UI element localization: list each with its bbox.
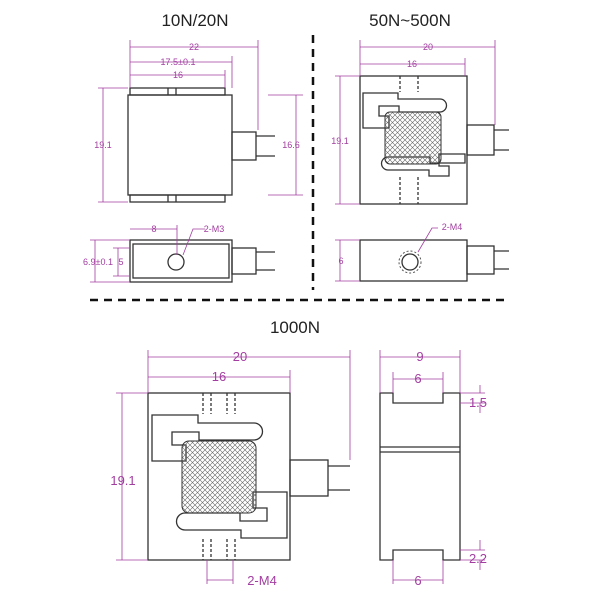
dim-5: 5 bbox=[118, 257, 123, 267]
dim-16: 16 bbox=[212, 369, 226, 384]
dim-8: 8 bbox=[151, 224, 156, 234]
mid-front-view bbox=[359, 75, 509, 205]
dim-16: 16 bbox=[173, 70, 183, 80]
dim-19-1: 19.1 bbox=[331, 136, 349, 146]
dim-19-1: 19.1 bbox=[94, 140, 112, 150]
small-bottom-view bbox=[129, 239, 275, 283]
dim-20: 20 bbox=[233, 349, 247, 364]
title-50n-500n: 50N~500N bbox=[369, 11, 451, 30]
title-1000n: 1000N bbox=[270, 318, 320, 337]
title-10n-20n: 10N/20N bbox=[161, 11, 228, 30]
dim-6-top: 6 bbox=[414, 371, 421, 386]
small-front-view bbox=[127, 87, 275, 203]
thread-2-m4: 2-M4 bbox=[247, 573, 277, 588]
thread-2-m3: 2-M3 bbox=[204, 224, 225, 234]
mid-bottom-view bbox=[359, 239, 509, 282]
dim-2-2: 2.2 bbox=[469, 551, 487, 566]
dim-17-5: 17.5±0.1 bbox=[161, 57, 196, 67]
dim-6-9: 6.9±0.1 bbox=[83, 257, 113, 267]
thread-2-m4: 2-M4 bbox=[442, 222, 463, 232]
dim-1-5: 1.5 bbox=[469, 395, 487, 410]
dim-9: 9 bbox=[416, 349, 423, 364]
dim-16: 16 bbox=[407, 59, 417, 69]
dim-16-6: 16.6 bbox=[282, 140, 300, 150]
large-side-view bbox=[379, 392, 461, 561]
dim-6: 6 bbox=[338, 256, 343, 266]
dim-22: 22 bbox=[189, 42, 199, 52]
dim-6-bottom: 6 bbox=[414, 573, 421, 588]
large-front-view bbox=[147, 392, 350, 561]
dim-19-1: 19.1 bbox=[110, 473, 135, 488]
dim-20: 20 bbox=[423, 42, 433, 52]
